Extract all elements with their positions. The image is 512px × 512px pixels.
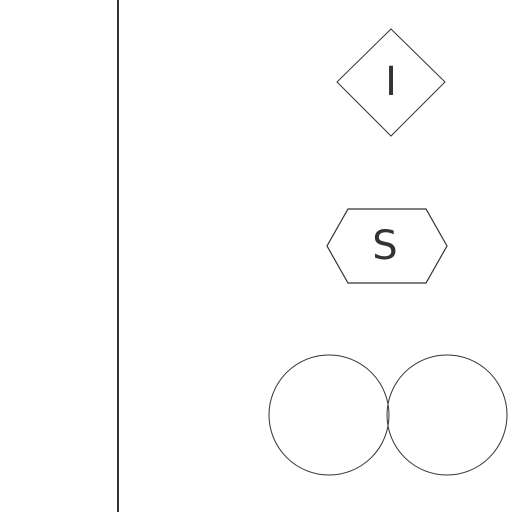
- right-circle: [386, 354, 508, 476]
- double-circle-node: [268, 354, 508, 476]
- diamond-label: I: [385, 59, 397, 105]
- left-circle: [268, 354, 390, 476]
- diamond-shape: [336, 28, 446, 137]
- hexagon-shape: [326, 208, 448, 284]
- diamond-node: I: [336, 28, 446, 137]
- hexagon-node: S: [326, 208, 448, 284]
- hexagon-label: S: [372, 223, 397, 269]
